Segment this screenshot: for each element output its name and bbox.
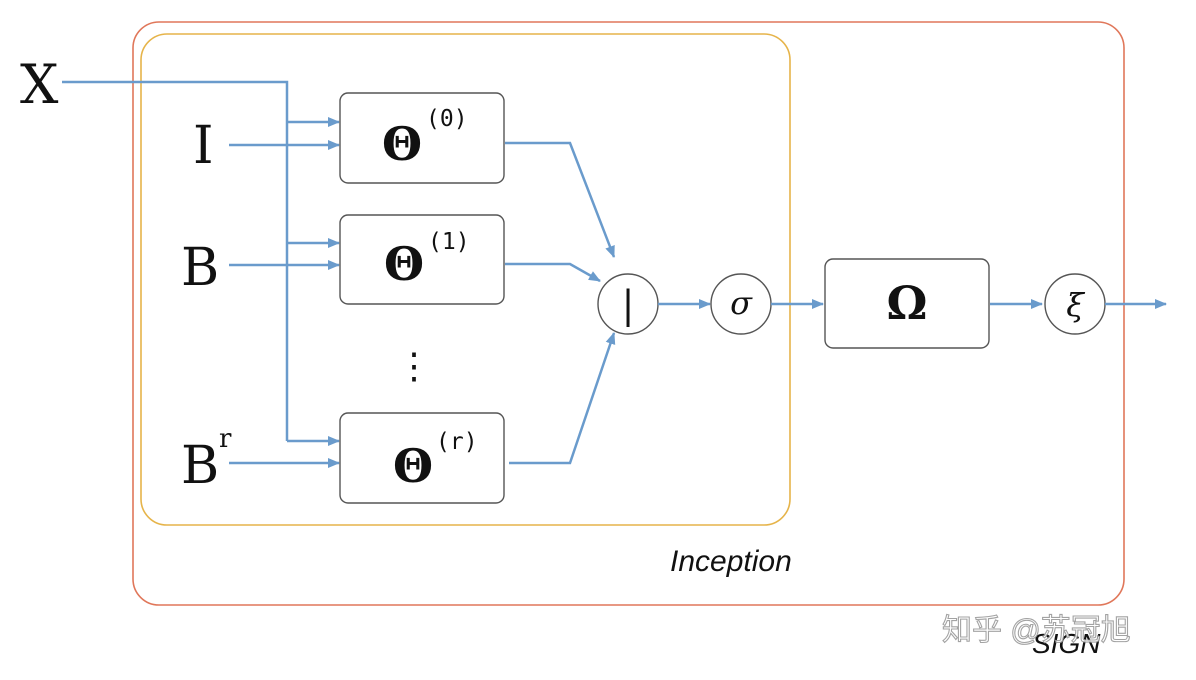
filter-theta-1: Θ (1) <box>339 214 505 305</box>
filter-theta-r: Θ (r) <box>339 412 505 504</box>
inception-label: Inception <box>670 545 792 578</box>
input-br-label: B <box>181 436 219 496</box>
x-trunk-line <box>62 80 289 441</box>
theta-0-symbol: Θ <box>382 117 422 171</box>
input-br-superscript: r <box>219 424 232 454</box>
sigma-node: σ <box>710 273 772 335</box>
watermark-text: 知乎 @苏冠旭 <box>942 614 1131 647</box>
input-b-label: B <box>181 238 219 298</box>
concat-node: | <box>597 273 659 335</box>
concat-symbol: | <box>622 283 635 327</box>
theta-r-symbol: Θ <box>393 439 433 493</box>
xi-node: ξ <box>1044 273 1106 335</box>
filter-theta-0: Θ (0) <box>339 92 505 184</box>
sign-container <box>132 21 1125 606</box>
theta0-to-concat-arrow <box>505 141 616 258</box>
sign-label: SIGN <box>1032 628 1101 659</box>
omega-node: Ω <box>824 258 990 349</box>
xi-symbol: ξ <box>1066 286 1085 324</box>
input-x-label: X <box>20 53 59 116</box>
filters-ellipsis: ⋮ <box>396 346 432 387</box>
theta-0-index: (0) <box>426 106 468 132</box>
theta-1-symbol: Θ <box>384 237 424 291</box>
input-i-label: I <box>193 116 214 176</box>
thetar-to-concat-arrow <box>509 332 616 465</box>
theta-r-index: (r) <box>436 429 478 455</box>
theta1-to-concat-arrow <box>505 262 601 283</box>
omega-symbol: Ω <box>887 276 928 330</box>
inception-container <box>140 33 791 526</box>
sigma-symbol: σ <box>730 284 753 322</box>
theta-1-index: (1) <box>428 229 470 255</box>
